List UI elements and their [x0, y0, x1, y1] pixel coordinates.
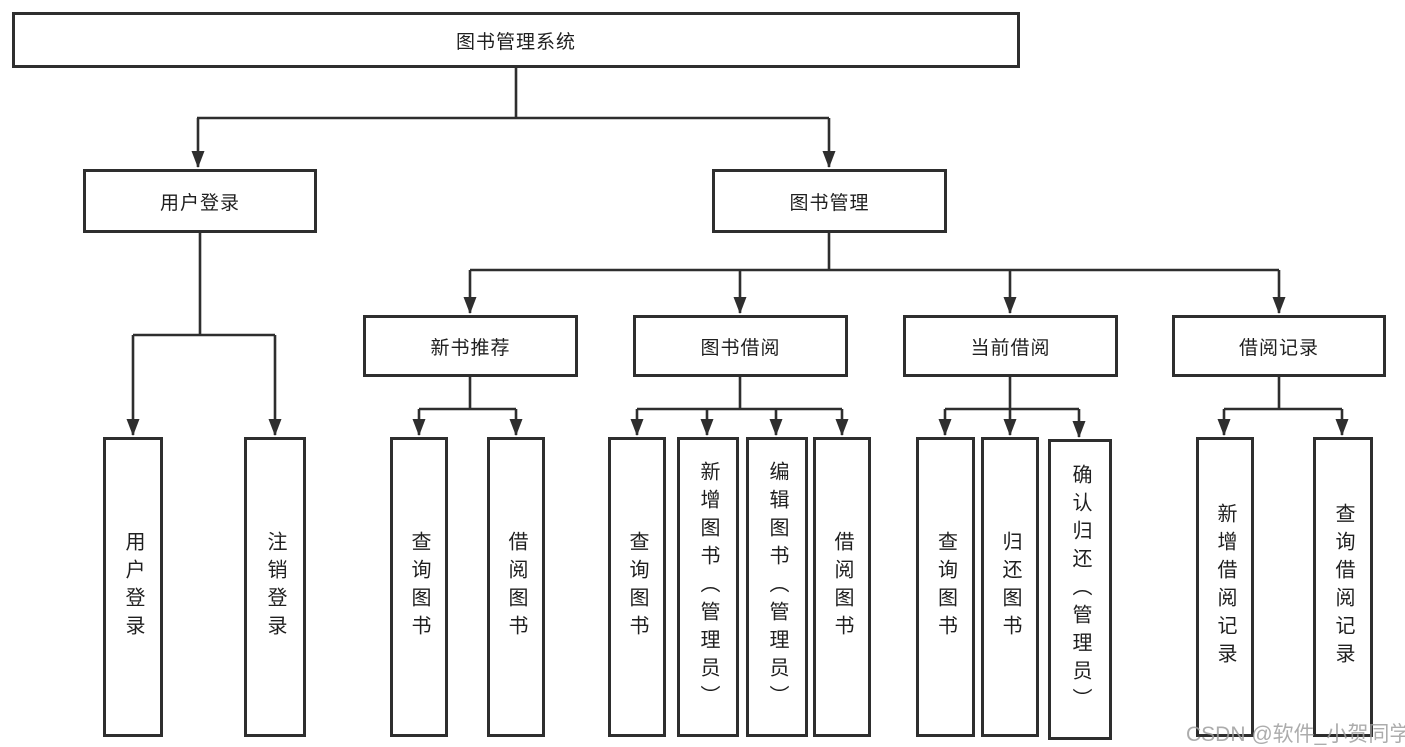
- leaf-br-add-record-label: 新增借阅记录: [1214, 503, 1236, 671]
- leaf-nbr-borrow-books: 借阅图书: [487, 437, 545, 737]
- leaf-cb-confirm-return-label: 确认归还（管理员）: [1069, 463, 1091, 716]
- node-root-label: 图书管理系统: [455, 31, 576, 53]
- node-new-book-rec-label: 新书推荐: [430, 337, 511, 359]
- leaf-bb-query-books: 查询图书: [608, 437, 666, 737]
- leaf-user-login: 用户登录: [103, 437, 163, 737]
- leaf-cb-return-books-label: 归还图书: [999, 531, 1021, 643]
- node-borrow-record-label: 借阅记录: [1238, 337, 1319, 359]
- leaf-bb-borrow-books-label: 借阅图书: [831, 531, 853, 643]
- leaf-cb-return-books: 归还图书: [981, 437, 1039, 737]
- node-user-login: 用户登录: [83, 169, 317, 233]
- leaf-nbr-query-books-label: 查询图书: [408, 531, 430, 643]
- leaf-bb-edit-books-label: 编辑图书（管理员）: [766, 461, 788, 713]
- node-book-borrow: 图书借阅: [633, 315, 848, 377]
- leaf-bb-borrow-books: 借阅图书: [813, 437, 871, 737]
- leaf-cb-query-books-label: 查询图书: [934, 531, 957, 643]
- leaf-cb-confirm-return: 确认归还（管理员）: [1048, 439, 1112, 740]
- leaf-bb-query-books-label: 查询图书: [626, 531, 648, 643]
- watermark-text: CSDN @软件_小贺同学: [1186, 723, 1405, 746]
- node-new-book-rec: 新书推荐: [363, 315, 578, 377]
- node-book-mgmt-label: 图书管理: [789, 192, 870, 214]
- leaf-bb-add-books: 新增图书（管理员）: [677, 437, 739, 737]
- leaf-bb-add-books-label: 新增图书（管理员）: [697, 461, 719, 713]
- leaf-br-query-record: 查询借阅记录: [1313, 437, 1373, 737]
- leaf-logout: 注销登录: [244, 437, 306, 737]
- leaf-br-query-record-label: 查询借阅记录: [1332, 503, 1354, 671]
- leaf-br-add-record: 新增借阅记录: [1196, 437, 1254, 737]
- leaf-nbr-borrow-books-label: 借阅图书: [505, 531, 527, 643]
- node-book-mgmt: 图书管理: [712, 169, 947, 233]
- leaf-logout-label: 注销登录: [264, 531, 286, 643]
- node-user-login-label: 用户登录: [159, 192, 240, 214]
- leaf-bb-edit-books: 编辑图书（管理员）: [746, 437, 808, 737]
- node-root: 图书管理系统: [12, 12, 1020, 68]
- node-current-borrow-label: 当前借阅: [970, 337, 1051, 359]
- node-current-borrow: 当前借阅: [903, 315, 1118, 377]
- node-book-borrow-label: 图书借阅: [700, 337, 781, 359]
- leaf-user-login-label: 用户登录: [122, 531, 144, 643]
- leaf-nbr-query-books: 查询图书: [390, 437, 448, 737]
- leaf-cb-query-books: 查询图书: [916, 437, 975, 737]
- node-borrow-record: 借阅记录: [1172, 315, 1386, 377]
